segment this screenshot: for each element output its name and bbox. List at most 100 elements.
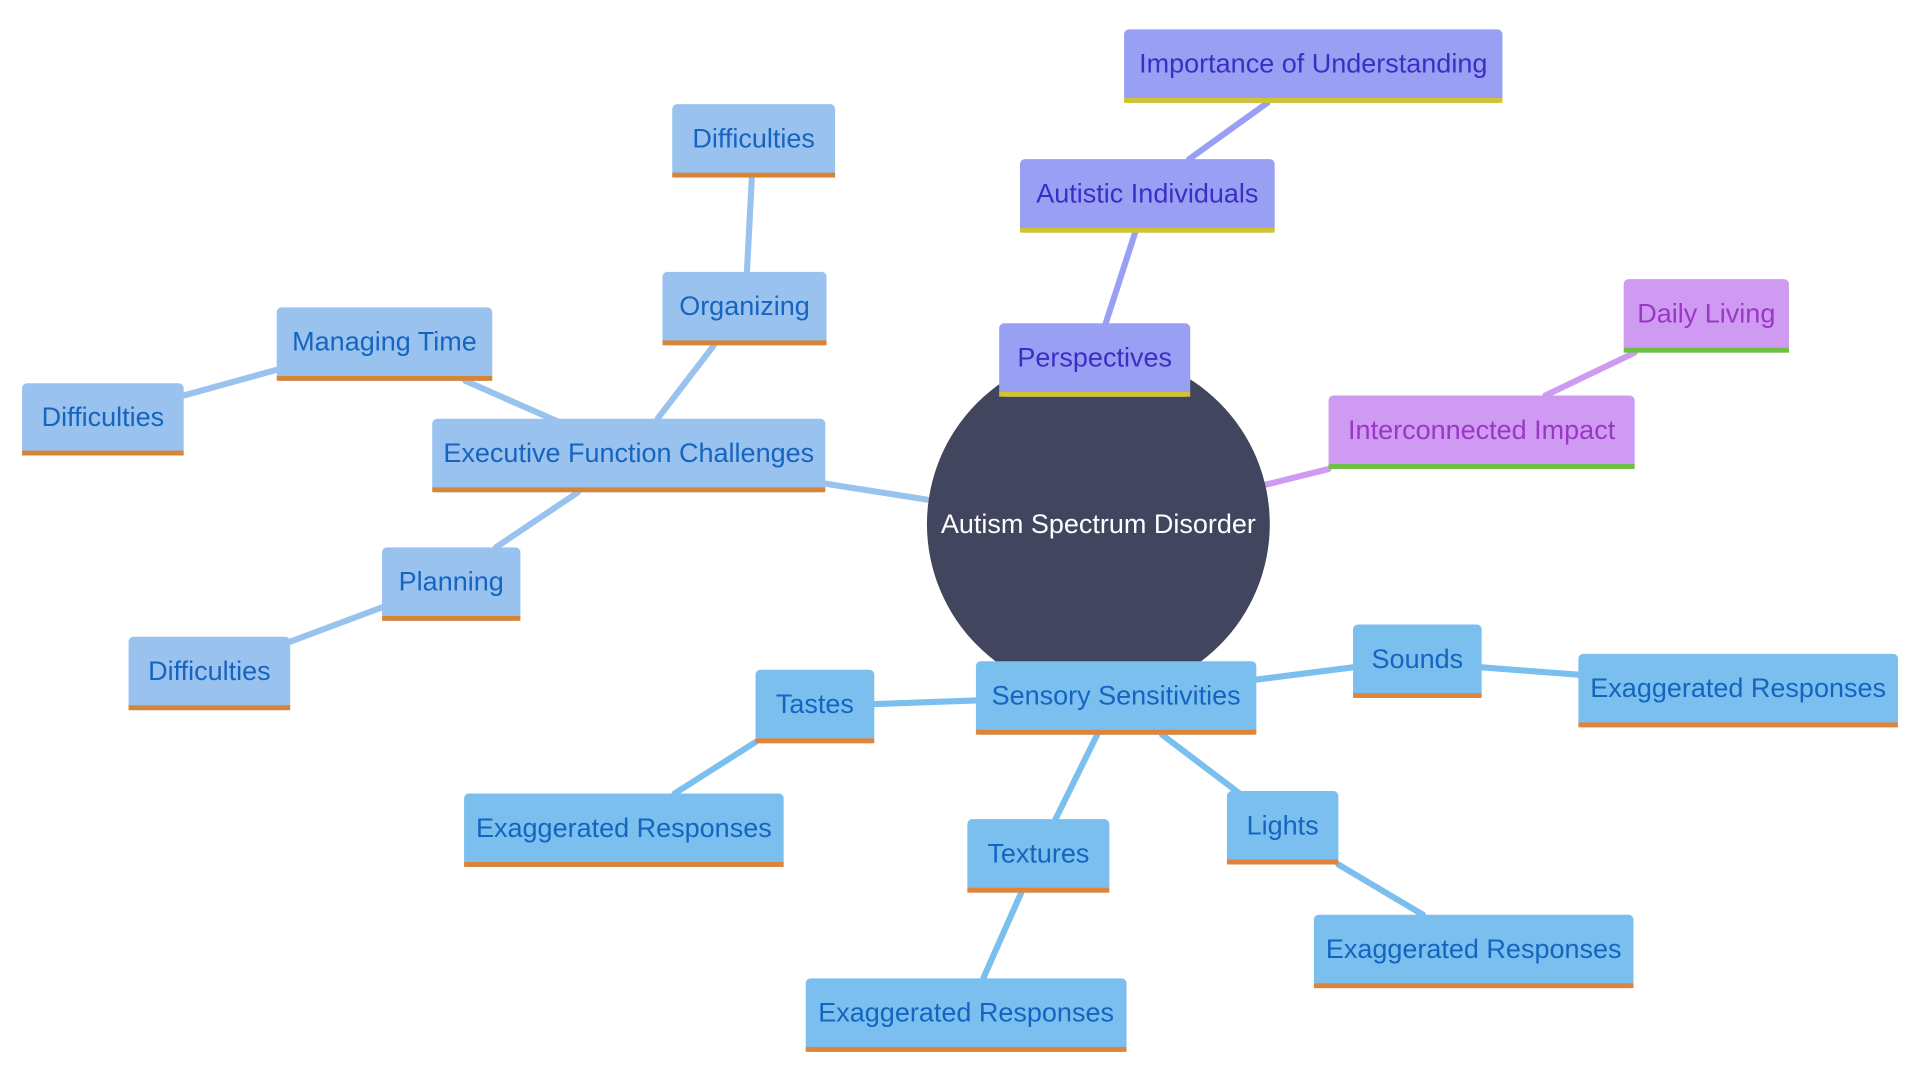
node-underline bbox=[999, 391, 1191, 397]
edge-root-to-exec bbox=[822, 480, 931, 503]
edge-exec-to-planning bbox=[492, 489, 582, 551]
node-underline bbox=[22, 450, 184, 456]
node-underline bbox=[1124, 97, 1503, 103]
node-label: Planning bbox=[399, 567, 504, 597]
node-underline bbox=[382, 615, 521, 621]
node-exec: Executive Function Challenges bbox=[432, 418, 826, 493]
node-organizing: Organizing bbox=[662, 271, 827, 346]
node-label: Managing Time bbox=[292, 327, 477, 357]
node-box bbox=[1353, 624, 1482, 698]
node-underline bbox=[1226, 859, 1339, 865]
node-label: Lights bbox=[1247, 810, 1319, 840]
node-box bbox=[805, 978, 1127, 1052]
node-box bbox=[128, 636, 291, 711]
node-label: Exaggerated Responses bbox=[1326, 934, 1622, 964]
node-underline bbox=[1353, 693, 1482, 698]
node-label: Sensory Sensitivities bbox=[992, 681, 1241, 711]
node-underline bbox=[755, 738, 875, 744]
node-label: Sounds bbox=[1372, 644, 1464, 674]
node-box bbox=[1313, 914, 1634, 989]
node-box bbox=[1578, 653, 1898, 728]
node-underline bbox=[432, 487, 826, 493]
edge-managing-time-to-managing-time-difficulties bbox=[180, 366, 280, 399]
node-sounds-responses: Exaggerated Responses bbox=[1578, 653, 1898, 728]
node-tastes: Tastes bbox=[755, 669, 875, 744]
node-underline bbox=[128, 705, 291, 711]
edge-sensory-to-sounds bbox=[1253, 664, 1357, 683]
node-textures: Textures bbox=[967, 819, 1110, 893]
edge-autistic-individuals-to-importance-understanding bbox=[1185, 99, 1271, 163]
node-underline bbox=[975, 729, 1257, 735]
node-label: Importance of Understanding bbox=[1139, 49, 1487, 79]
node-label: Difficulties bbox=[42, 402, 165, 432]
edge-sounds-to-sounds-responses bbox=[1478, 664, 1582, 678]
node-managing-time: Managing Time bbox=[276, 307, 493, 381]
node-textures-responses: Exaggerated Responses bbox=[805, 978, 1127, 1052]
edge-perspectives-to-autistic-individuals bbox=[1102, 229, 1139, 327]
edge-tastes-to-tastes-responses bbox=[671, 738, 759, 797]
node-underline bbox=[464, 862, 784, 867]
node-label: Exaggerated Responses bbox=[1590, 673, 1886, 703]
root-node: Autism Spectrum Disorder bbox=[926, 352, 1270, 696]
node-importance-understanding: Importance of Understanding bbox=[1124, 29, 1503, 103]
node-autistic-individuals: Autistic Individuals bbox=[1020, 159, 1275, 233]
node-box bbox=[22, 383, 184, 456]
node-box bbox=[432, 418, 826, 493]
node-underline bbox=[967, 887, 1110, 893]
node-label: Autistic Individuals bbox=[1036, 178, 1258, 208]
node-underline bbox=[1328, 464, 1635, 469]
node-label: Perspectives bbox=[1017, 343, 1172, 373]
nodes-layer: Executive Function Challenges Managing Ti… bbox=[22, 29, 1898, 1052]
node-managing-time-difficulties: Difficulties bbox=[22, 383, 184, 456]
node-underline bbox=[805, 1046, 1127, 1052]
edge-sensory-to-lights bbox=[1158, 731, 1246, 799]
node-box bbox=[672, 104, 836, 178]
node-planning-difficulties: Difficulties bbox=[128, 636, 291, 711]
node-box bbox=[755, 669, 875, 744]
node-underline bbox=[1313, 983, 1634, 989]
node-underline bbox=[1578, 722, 1898, 728]
node-sensory: Sensory Sensitivities bbox=[975, 661, 1257, 735]
node-label: Organizing bbox=[679, 291, 810, 321]
node-box bbox=[382, 547, 521, 621]
edge-exec-to-organizing bbox=[654, 342, 717, 422]
node-underline bbox=[276, 375, 493, 381]
edge-planning-to-planning-difficulties bbox=[287, 604, 386, 645]
node-box bbox=[1020, 159, 1275, 233]
edges-layer bbox=[180, 99, 1638, 982]
node-lights-responses: Exaggerated Responses bbox=[1313, 914, 1634, 989]
node-box bbox=[464, 793, 784, 867]
node-underline bbox=[662, 340, 827, 346]
node-label: Difficulties bbox=[148, 656, 271, 686]
edge-lights-to-lights-responses bbox=[1335, 861, 1426, 918]
edge-sensory-to-textures bbox=[1052, 731, 1101, 823]
node-daily-living: Daily Living bbox=[1623, 279, 1789, 353]
node-box bbox=[1124, 29, 1503, 103]
node-lights: Lights bbox=[1226, 791, 1339, 865]
node-label: Tastes bbox=[776, 689, 854, 719]
node-label: Interconnected Impact bbox=[1348, 415, 1616, 445]
node-underline bbox=[1623, 347, 1789, 353]
node-tastes-responses: Exaggerated Responses bbox=[464, 793, 784, 867]
node-underline bbox=[1020, 227, 1275, 233]
edge-interconnected-to-daily-living bbox=[1542, 349, 1638, 399]
node-label: Executive Function Challenges bbox=[443, 438, 814, 468]
edge-textures-to-textures-responses bbox=[980, 889, 1025, 982]
node-box bbox=[1226, 791, 1339, 865]
node-box bbox=[1328, 395, 1635, 469]
edge-root-to-interconnected bbox=[1261, 465, 1332, 488]
edge-exec-to-managing-time bbox=[462, 377, 561, 425]
node-box bbox=[276, 307, 493, 381]
edge-organizing-to-organizing-difficulties bbox=[743, 174, 755, 275]
node-label: Exaggerated Responses bbox=[476, 813, 772, 843]
node-label: Textures bbox=[987, 838, 1089, 868]
node-box bbox=[999, 323, 1191, 397]
node-box bbox=[662, 271, 827, 346]
node-box bbox=[967, 819, 1110, 893]
node-organizing-difficulties: Difficulties bbox=[672, 104, 836, 178]
node-sounds: Sounds bbox=[1353, 624, 1482, 698]
node-label: Exaggerated Responses bbox=[818, 998, 1114, 1028]
node-box bbox=[975, 661, 1257, 735]
node-label: Difficulties bbox=[692, 123, 815, 153]
